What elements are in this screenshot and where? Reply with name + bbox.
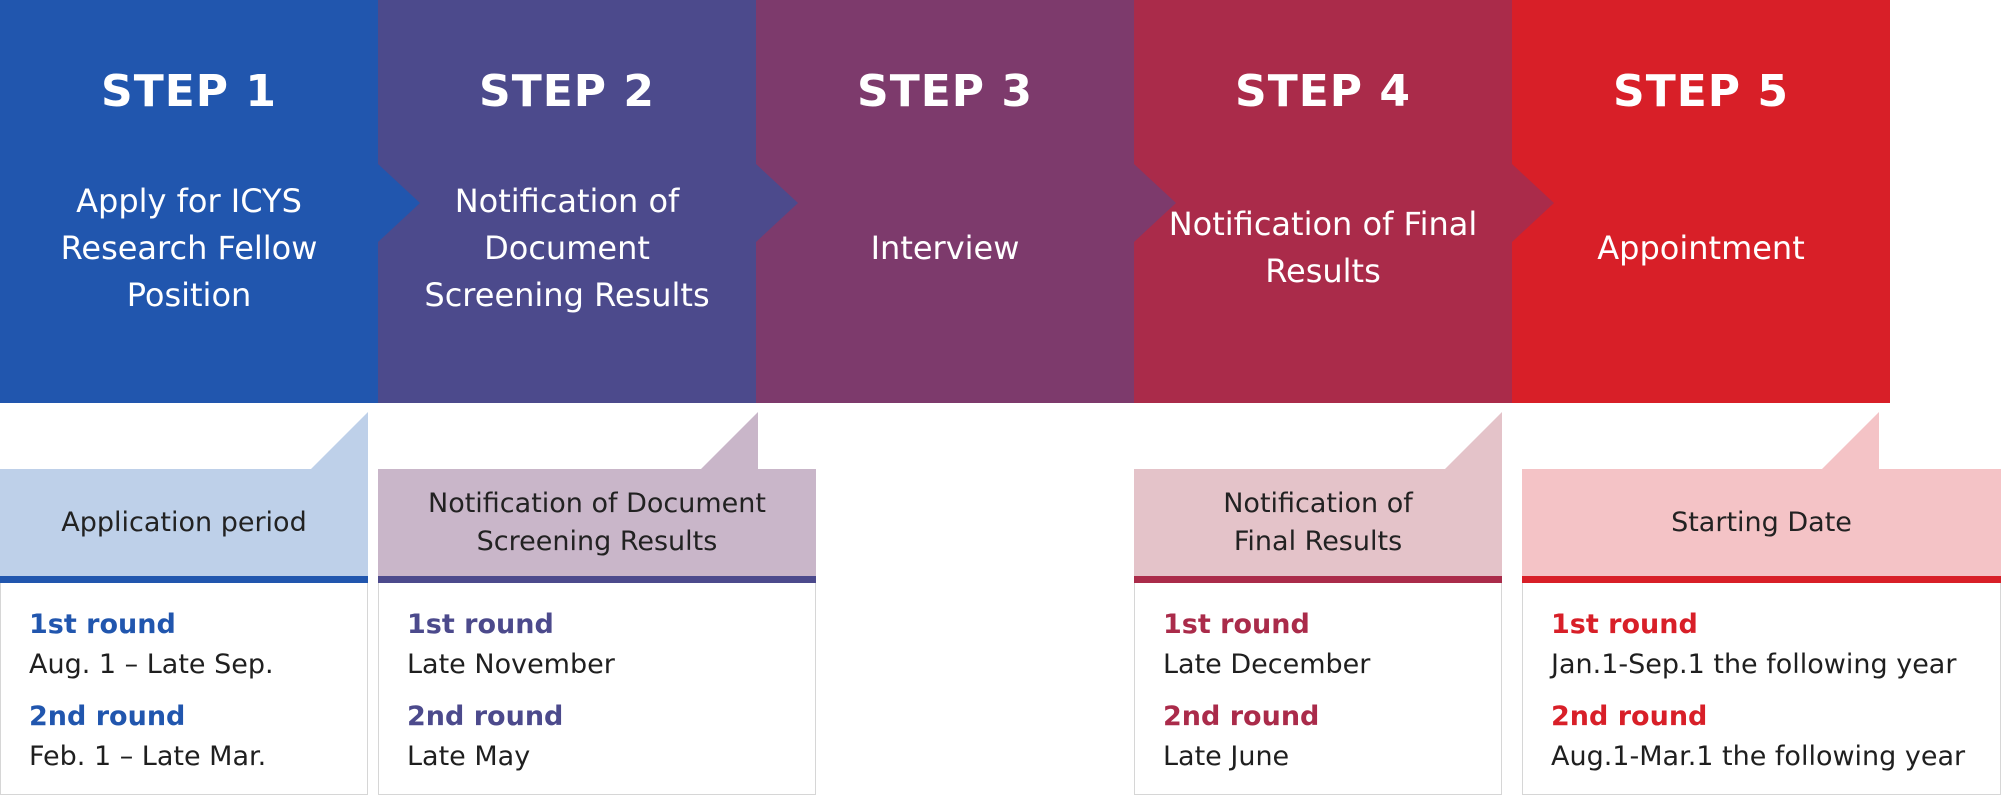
card-1-round-1-label: 1st round: [29, 609, 176, 640]
card-starting-date: Starting Date 1st round Jan.1-Sep.1 the …: [1522, 412, 2001, 795]
card-3-pointer-icon: [1445, 412, 1502, 469]
step-4: STEP 4 Notification of Final Results: [1134, 0, 1512, 403]
step-5: STEP 5 Appointment: [1512, 0, 1890, 403]
step-2-text: Notification of Document Screening Resul…: [424, 181, 710, 314]
step-2-label: STEP 2: [479, 66, 655, 117]
step-1: STEP 1 Apply for ICYS Research Fellow Po…: [0, 0, 378, 403]
card-4-round-1-label: 1st round: [1551, 609, 1698, 640]
card-2-body: 1st round Late November 2nd round Late M…: [378, 583, 816, 795]
card-2-round-2-label: 2nd round: [407, 701, 564, 732]
card-1-title: Application period: [61, 506, 307, 538]
step-3-label: STEP 3: [857, 66, 1033, 117]
step-3-arrow-icon: [1134, 164, 1176, 242]
card-1-divider: [0, 576, 368, 583]
card-1-round-2-label: 2nd round: [29, 701, 186, 732]
card-2-pointer-icon: [701, 412, 758, 469]
card-4-header: Starting Date: [1522, 469, 2001, 576]
card-1-pointer-icon: [311, 412, 368, 469]
card-1-body: 1st round Aug. 1 – Late Sep. 2nd round F…: [0, 583, 368, 795]
step-2-arrow-icon: [756, 164, 798, 242]
card-application-period: Application period 1st round Aug. 1 – La…: [0, 412, 368, 795]
card-2-round-1-date: Late November: [407, 649, 615, 680]
card-2-round-1-label: 1st round: [407, 609, 554, 640]
card-2-round-2-date: Late May: [407, 741, 531, 772]
step-3-text: Interview: [870, 228, 1020, 267]
card-3-header: Notification of Final Results: [1134, 469, 1502, 576]
step-1-arrow-icon: [378, 164, 420, 242]
card-4-round-2-date: Aug.1-Mar.1 the following year: [1551, 741, 1966, 772]
card-4-title: Starting Date: [1671, 506, 1852, 538]
card-3-body: 1st round Late December 2nd round Late J…: [1134, 583, 1502, 795]
step-3: STEP 3 Interview: [756, 0, 1134, 403]
card-2-title: Notification of Document Screening Resul…: [428, 487, 766, 557]
step-1-text: Apply for ICYS Research Fellow Position: [60, 181, 318, 314]
card-3-round-1-date: Late December: [1163, 649, 1371, 680]
card-4-divider: [1522, 576, 2001, 583]
card-2-header: Notification of Document Screening Resul…: [378, 469, 816, 576]
card-2-divider: [378, 576, 816, 583]
card-1-round-1-date: Aug. 1 – Late Sep.: [29, 649, 274, 680]
card-1-header: Application period: [0, 469, 368, 576]
step-4-arrow-icon: [1512, 164, 1554, 242]
card-1-round-2-date: Feb. 1 – Late Mar.: [29, 741, 267, 772]
card-4-round-1-date: Jan.1-Sep.1 the following year: [1551, 649, 1957, 680]
step-1-label: STEP 1: [101, 66, 277, 117]
card-3-round-2-label: 2nd round: [1163, 701, 1320, 732]
card-final-results: Notification of Final Results 1st round …: [1134, 412, 1502, 795]
step-2: STEP 2 Notification of Document Screenin…: [378, 0, 756, 403]
card-3-divider: [1134, 576, 1502, 583]
step-4-label: STEP 4: [1235, 66, 1411, 117]
card-4-pointer-icon: [1822, 412, 1879, 469]
card-4-round-2-label: 2nd round: [1551, 701, 1708, 732]
card-3-round-1-label: 1st round: [1163, 609, 1310, 640]
card-3-title: Notification of Final Results: [1223, 487, 1413, 557]
step-5-label: STEP 5: [1613, 66, 1789, 117]
card-3-round-2-date: Late June: [1163, 741, 1290, 772]
card-4-body: 1st round Jan.1-Sep.1 the following year…: [1522, 583, 2001, 795]
card-document-screening: Notification of Document Screening Resul…: [378, 412, 816, 795]
step-4-text: Notification of Final Results: [1168, 205, 1478, 290]
step-5-text: Appointment: [1597, 228, 1805, 267]
